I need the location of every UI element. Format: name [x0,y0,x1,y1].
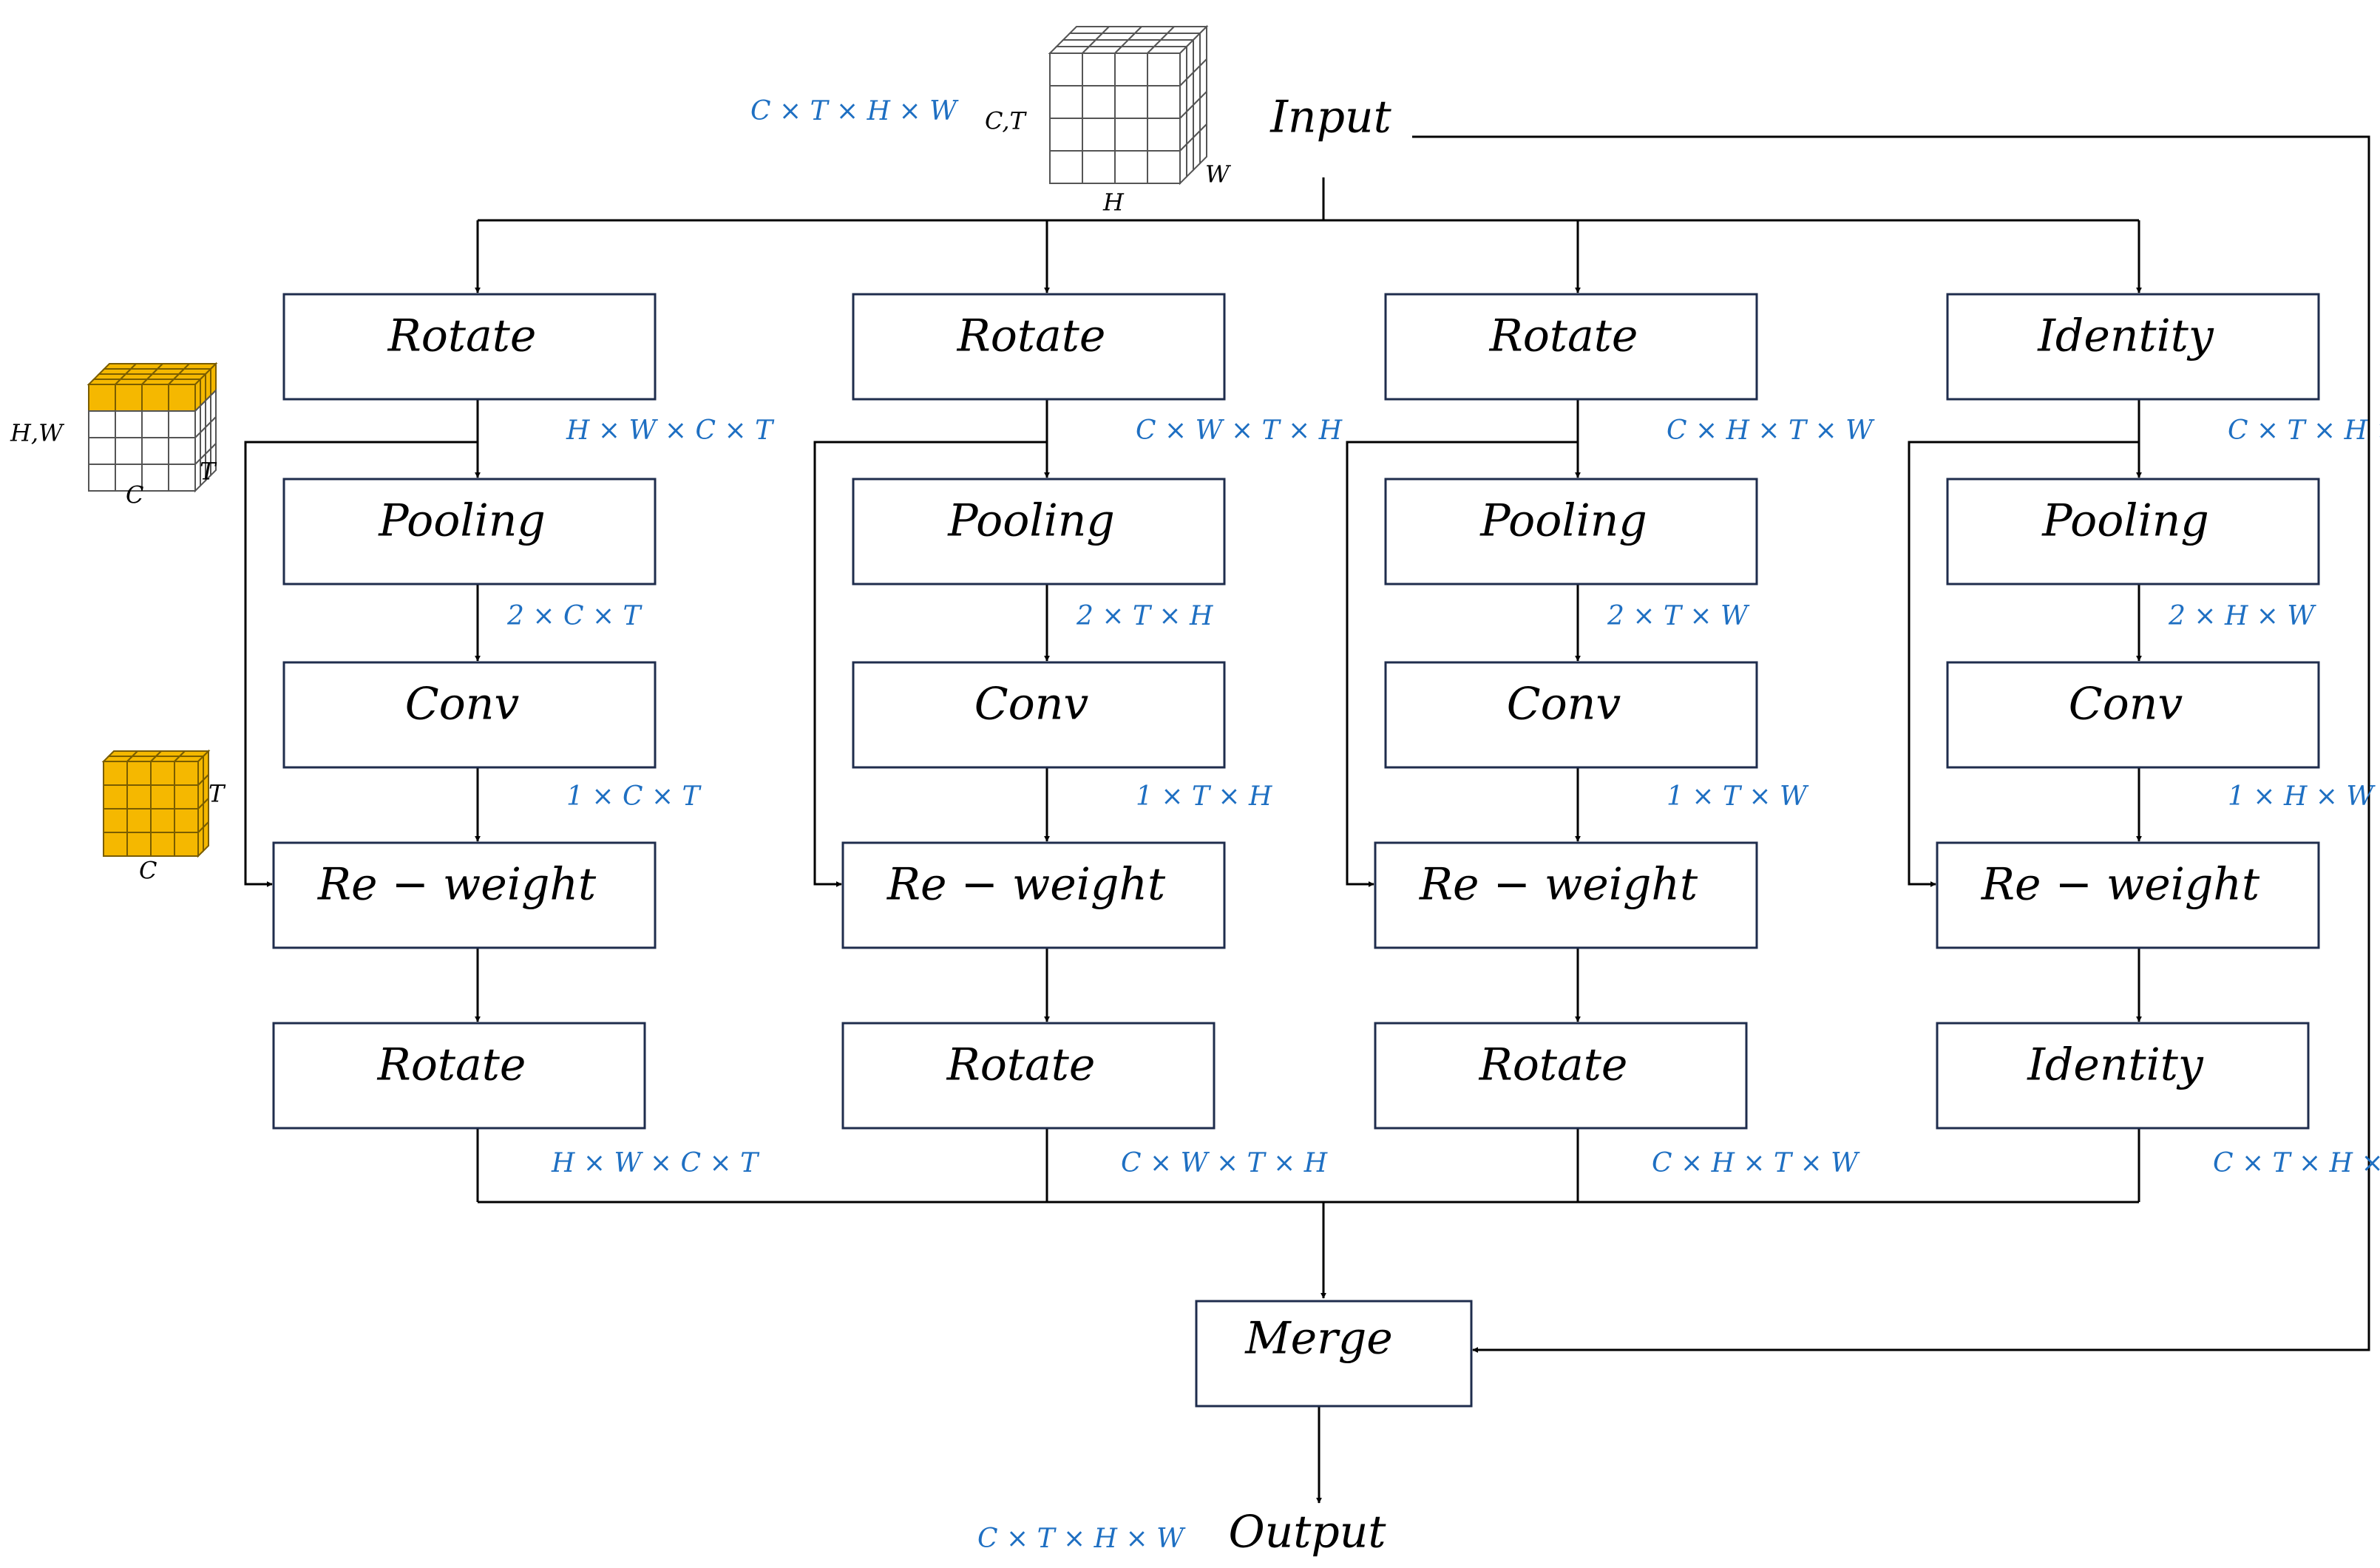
input-cube-bottom-label: H [1102,189,1125,217]
rotated-cube-depth-label: T [200,458,217,486]
merge-label: Merge [1244,1313,1393,1365]
branch-2-op-label-4: Re − weight [886,859,1166,911]
input-cube-side-label: C,T [985,107,1028,135]
branch-1-conv-box-3: Conv [282,661,657,769]
branch-1-op-label-4: Re − weight [317,859,597,911]
branch-4-identity-box-1: Identity [1946,293,2320,401]
branch-3-op-label-4: Re − weight [1419,859,1698,911]
branch-3-conv-box-3: Conv [1384,661,1758,769]
input-label: Input [1269,92,1391,143]
branch-1-op-label-5: Rotate [377,1039,526,1091]
branch-4-pooling-box-2: Pooling [1946,478,2320,586]
branch-3-dims-3: 1 × T × W [1667,781,1809,812]
branch-2-conv-box-3: Conv [852,661,1226,769]
branch-1-pooling-box-2: Pooling [282,478,657,586]
output-dims-label: C × T × H × W [977,1524,1186,1554]
branch-4-dims-3: 1 × H × W [2228,781,2376,812]
branch-2-op-label-3: Conv [974,679,1089,730]
branch-3-op-label-3: Conv [1507,679,1621,730]
branch-4-dims-1: C × T × H × W [2228,415,2380,446]
branch-1-dims-3: 1 × C × T [566,781,702,812]
branch-3-rotate-box-5: Rotate [1374,1022,1748,1130]
branch-3-op-label-1: Rotate [1489,310,1638,362]
branch-3-op-label-2: Pooling [1479,495,1647,547]
branch-1-rotate-box-5: Rotate [272,1022,646,1130]
branch-4-re-weight-box-4: Re − weight [1936,841,2320,949]
branch-1-op-label-1: Rotate [387,310,537,362]
branch-3-dims-1: C × H × T × W [1667,415,1875,446]
input-dims-label: C × T × H × W [750,96,959,126]
rotated-cube-bottom-label: C [126,481,143,509]
branch-2-re-weight-box-4: Re − weight [841,841,1226,949]
branch-1-op-label-2: Pooling [378,495,546,547]
input-cube-depth-label: W [1205,160,1232,189]
branch-2-dims-2: 2 × T × H [1076,601,1213,631]
branch-2-rotate-box-1: Rotate [852,293,1226,401]
branch-4-conv-box-3: Conv [1946,661,2320,769]
branch-1-dims-4: H × W × C × T [551,1148,760,1178]
branch-2-rotate-box-5: Rotate [841,1022,1216,1130]
branch-1-dims-2: 2 × C × T [506,601,643,631]
branch-3-reweight-skip-line [1346,441,1578,887]
rotated-tensor-cube [87,362,218,493]
tensor-cube-illustrations [87,24,1209,858]
merge-box: Merge [1195,1300,1473,1408]
branch-1-reweight-skip-line [244,441,478,887]
weight-tensor-cube [101,749,211,858]
branch-4-op-label-3: Conv [2069,679,2183,730]
branch-2-pooling-box-2: Pooling [852,478,1226,586]
branch-4-dims-4: C × T × H × W [2213,1148,2380,1178]
dimension-annotations: H × W × C × T 2 × C × T 1 × C × T H × W × C… [506,415,2380,1178]
branch-4-op-label-5: Identity [2027,1039,2204,1091]
branch-1-op-label-3: Conv [405,679,520,730]
branch-4-reweight-skip-line [1908,441,2139,887]
branch-4-dims-2: 2 × H × W [2168,601,2316,631]
branch-3-op-label-5: Rotate [1479,1039,1628,1091]
branch-2-op-label-5: Rotate [946,1039,1096,1091]
branch-2-reweight-skip-line [813,441,1047,887]
branch-4-op-label-1: Identity [2037,310,2214,362]
branch-2-dims-3: 1 × T × H [1136,781,1272,812]
branch-3-re-weight-box-4: Re − weight [1374,841,1758,949]
input-to-merge-skip-connection [1412,135,2370,1353]
branch-2-op-label-1: Rotate [957,310,1106,362]
branch-3-dims-2: 2 × T × W [1607,601,1750,631]
rotated-cube-side-label: H,W [10,419,65,447]
weight-cube-side-label: T [208,780,226,808]
weight-cube-bottom-label: C [139,857,157,885]
connector-lines [244,135,2370,1504]
output-label: Output [1228,1507,1386,1558]
branch-3-dims-4: C × H × T × W [1652,1148,1860,1178]
branch-1-rotate-box-1: Rotate [282,293,657,401]
branch-2-op-label-2: Pooling [947,495,1115,547]
branch-4-identity-box-5: Identity [1936,1022,2310,1130]
input-tensor-cube [1048,24,1209,186]
branch-1-re-weight-box-4: Re − weight [272,841,657,949]
branch-2-dims-1: C × W × T × H [1136,415,1343,446]
branch-4-op-label-2: Pooling [2041,495,2209,547]
branch-1-dims-1: H × W × C × T [566,415,775,446]
branch-2-dims-4: C × W × T × H [1121,1148,1328,1178]
branch-4-op-label-4: Re − weight [1981,859,2260,911]
branch-3-rotate-box-1: Rotate [1384,293,1758,401]
branch-3-pooling-box-2: Pooling [1384,478,1758,586]
